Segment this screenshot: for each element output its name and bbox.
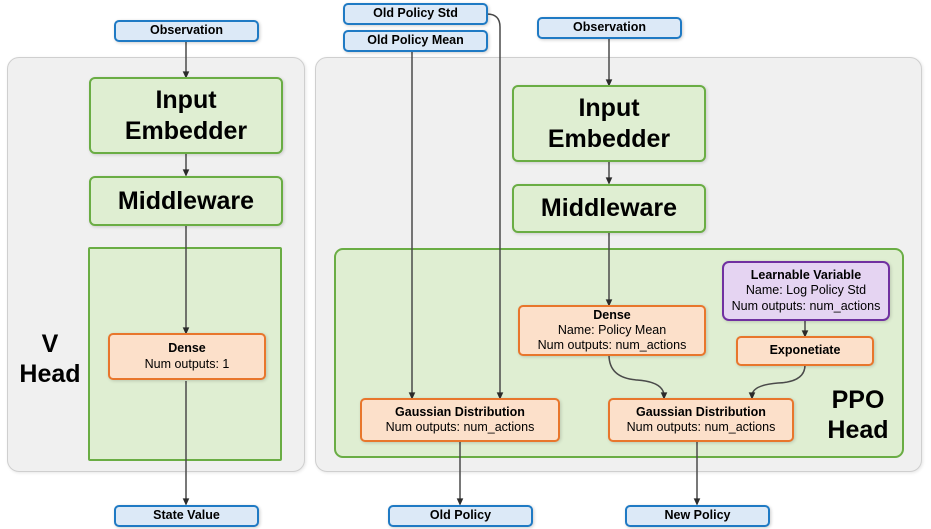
- p-middleware-title: Middleware: [540, 194, 678, 223]
- p-learnable-variable-node[interactable]: Learnable Variable Name: Log Policy Std …: [722, 261, 890, 321]
- v-dense-num-outputs: Num outputs: 1: [144, 356, 230, 371]
- ppo-head-caption: PPO Head: [818, 386, 898, 445]
- input-observation-right-label: Observation: [573, 20, 646, 35]
- input-old-policy-mean[interactable]: Old Policy Mean: [343, 30, 488, 52]
- output-old-policy[interactable]: Old Policy: [388, 505, 533, 527]
- v-head-caption-line1: V: [41, 330, 59, 358]
- v-dense-title: Dense: [168, 341, 206, 356]
- p-dense-policy-mean-node[interactable]: Dense Name: Policy Mean Num outputs: num…: [518, 305, 706, 356]
- p-gaussian-old-title: Gaussian Distribution: [395, 404, 525, 419]
- p-learnable-variable-num-outputs: Num outputs: num_actions: [731, 298, 881, 313]
- p-learnable-variable-name: Name: Log Policy Std: [745, 283, 867, 298]
- p-gaussian-old-num-outputs: Num outputs: num_actions: [385, 420, 535, 434]
- ppo-head-caption-line1: PPO: [831, 386, 885, 414]
- p-exponetiate-title: Exponetiate: [769, 343, 841, 358]
- output-old-policy-label: Old Policy: [429, 508, 492, 523]
- p-middleware-node[interactable]: Middleware: [512, 184, 706, 233]
- output-state-value[interactable]: State Value: [114, 505, 259, 527]
- p-dense-num-outputs: Num outputs: num_actions: [537, 338, 687, 353]
- input-observation-right[interactable]: Observation: [537, 17, 682, 39]
- p-gaussian-distribution-old-node[interactable]: Gaussian Distribution Num outputs: num_a…: [360, 398, 560, 442]
- input-observation-left-label: Observation: [150, 23, 223, 38]
- output-new-policy-label: New Policy: [664, 508, 731, 523]
- input-old-policy-std[interactable]: Old Policy Std: [343, 3, 488, 25]
- input-observation-left[interactable]: Observation: [114, 20, 259, 42]
- output-state-value-label: State Value: [153, 508, 220, 523]
- p-input-embedder-node[interactable]: Input Embedder: [512, 85, 706, 162]
- p-gaussian-new-title: Gaussian Distribution: [636, 404, 766, 419]
- p-gaussian-new-num-outputs: Num outputs: num_actions: [626, 420, 776, 434]
- v-input-embedder-title: Input Embedder: [124, 86, 248, 145]
- v-input-embedder-node[interactable]: Input Embedder: [89, 77, 283, 154]
- ppo-head-caption-line2: Head: [827, 415, 889, 444]
- v-head-caption: V Head: [12, 330, 88, 389]
- v-head-caption-line2: Head: [19, 359, 81, 388]
- p-learnable-variable-title: Learnable Variable: [750, 268, 862, 283]
- v-middleware-node[interactable]: Middleware: [89, 176, 283, 226]
- input-old-policy-mean-label: Old Policy Mean: [367, 33, 464, 48]
- p-dense-name: Name: Policy Mean: [557, 322, 667, 337]
- v-dense-node[interactable]: Dense Num outputs: 1: [108, 333, 266, 380]
- p-input-embedder-title: Input Embedder: [547, 94, 671, 153]
- input-old-policy-std-label: Old Policy Std: [373, 6, 458, 21]
- p-gaussian-distribution-new-node[interactable]: Gaussian Distribution Num outputs: num_a…: [608, 398, 794, 442]
- output-new-policy[interactable]: New Policy: [625, 505, 770, 527]
- v-middleware-title: Middleware: [117, 186, 255, 215]
- p-dense-title: Dense: [593, 307, 631, 322]
- p-exponetiate-node[interactable]: Exponetiate: [736, 336, 874, 366]
